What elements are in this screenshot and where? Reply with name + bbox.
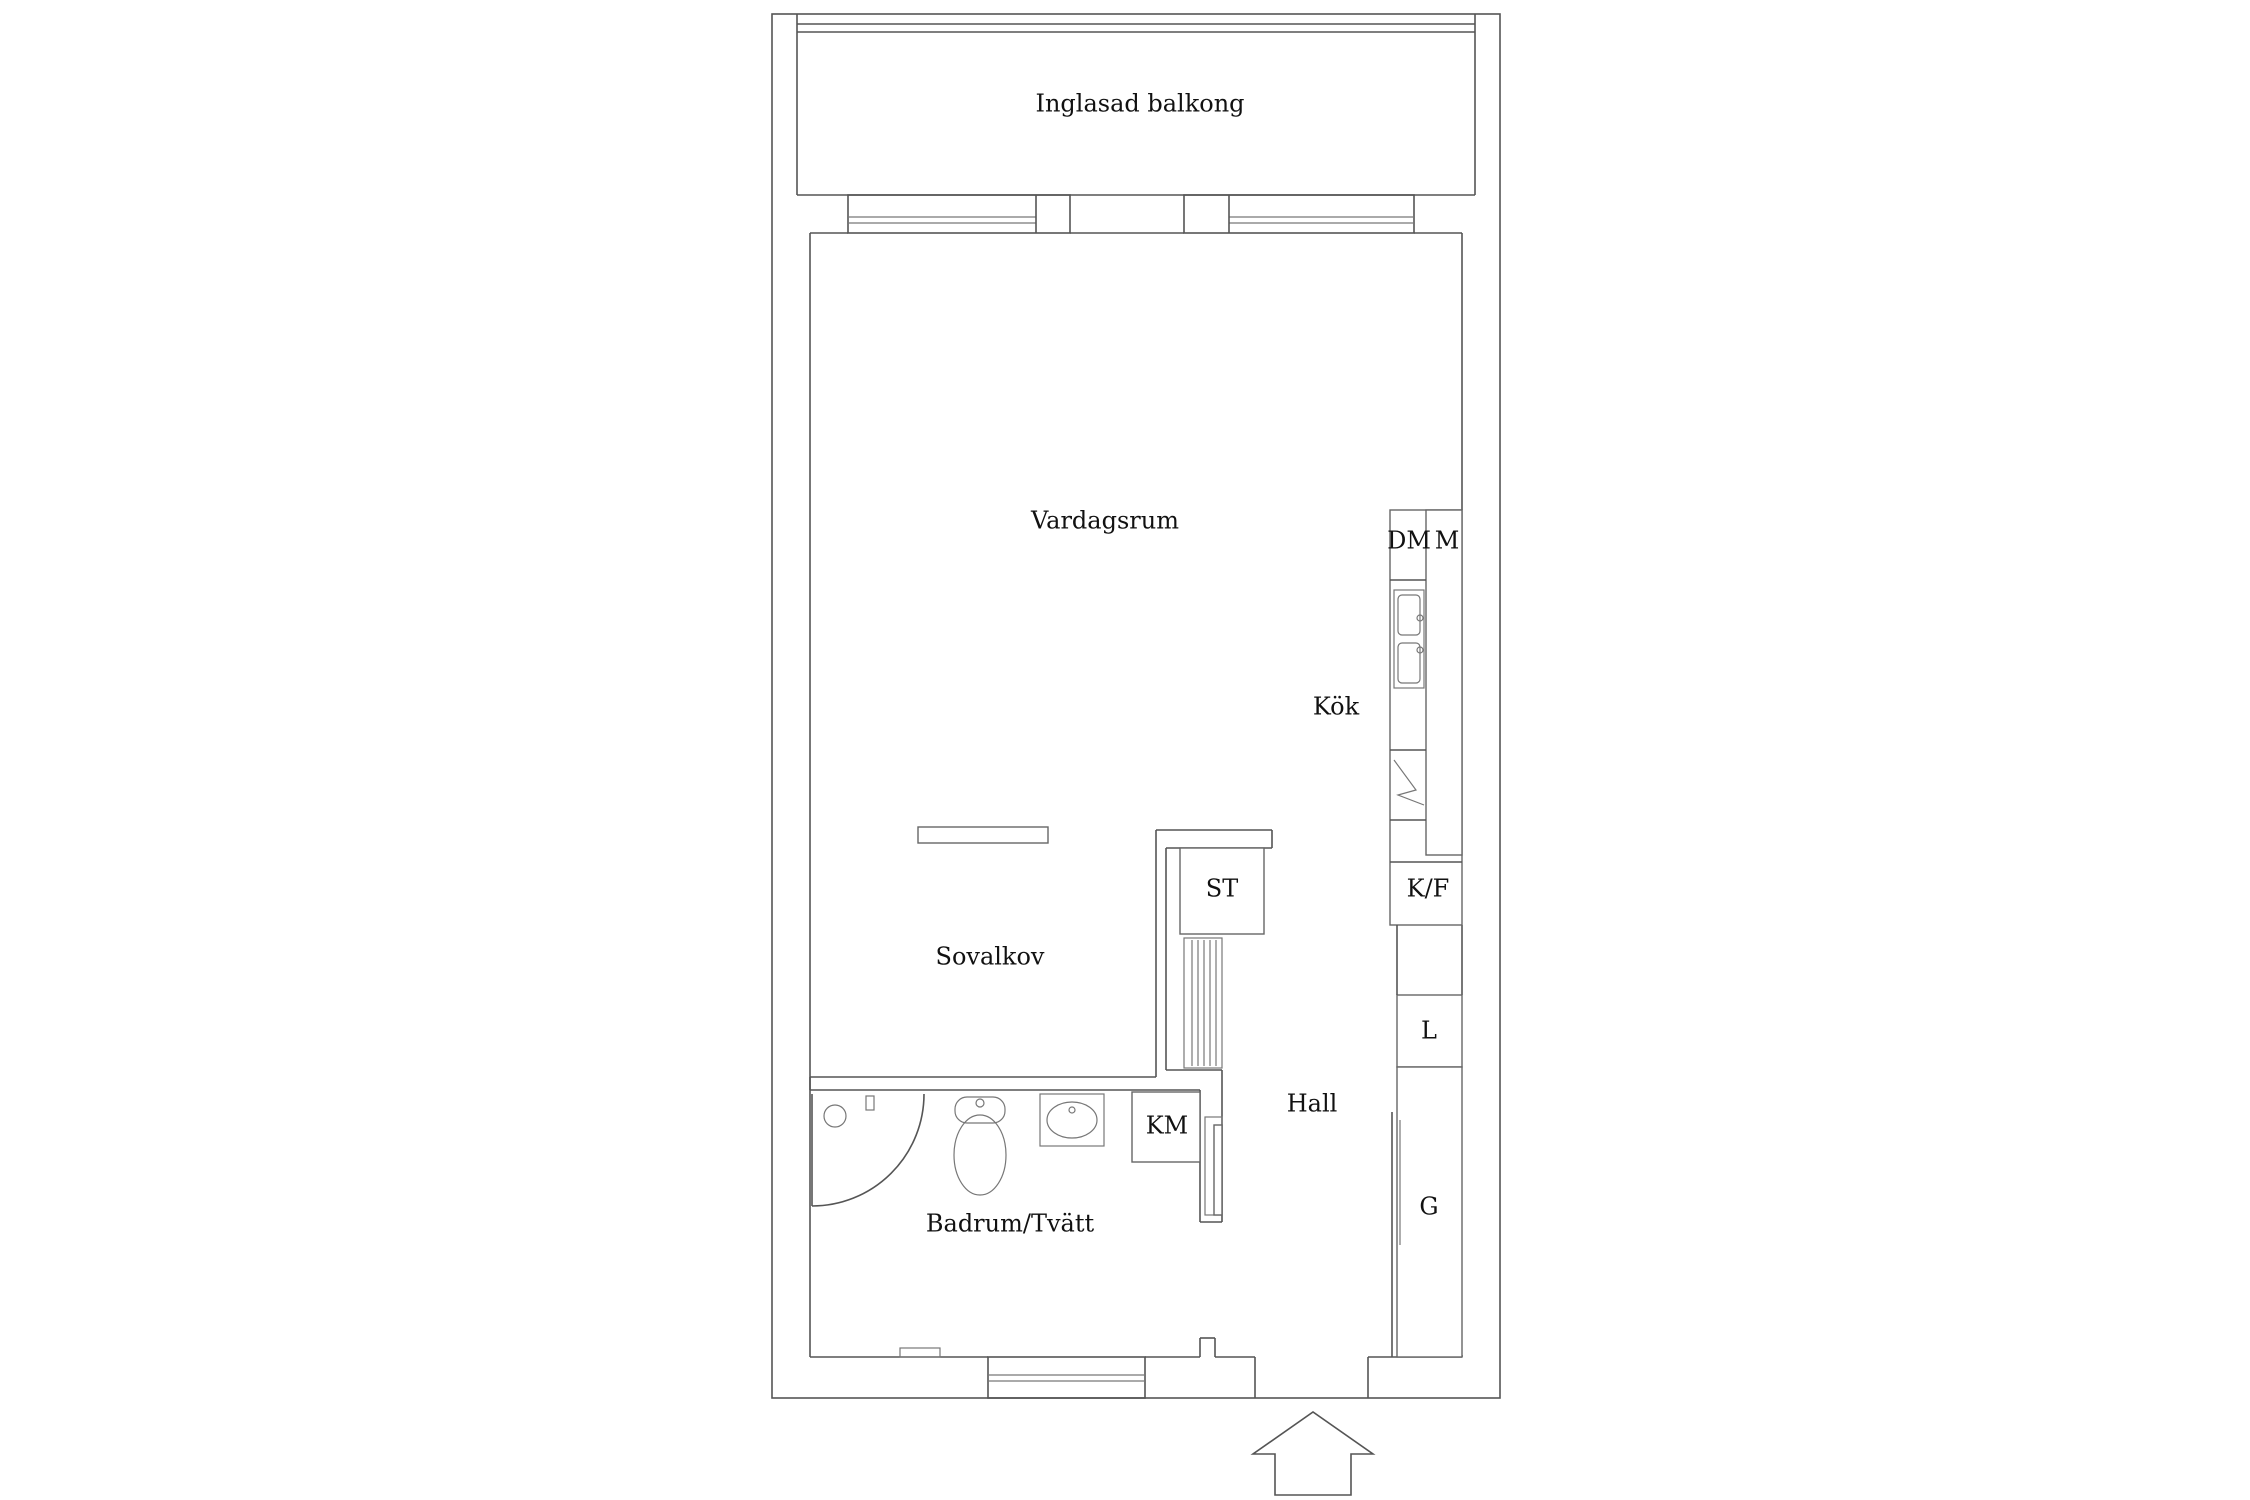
- balcony-label: Inglasad balkong: [1035, 90, 1244, 118]
- washbasin-icon: [1039, 1093, 1105, 1147]
- bottom-window: [899, 1347, 1146, 1399]
- stove-icon: [1393, 759, 1425, 806]
- sink-icon: [1393, 589, 1425, 689]
- hall-label: Hall: [1287, 1090, 1338, 1118]
- shelf: [917, 826, 1049, 844]
- toilet-icon: [953, 1096, 1007, 1196]
- washer-label: KM: [1146, 1112, 1189, 1140]
- hall-closets: [1391, 925, 1463, 1358]
- storage-box: [1179, 847, 1265, 935]
- dishwasher-label: DM: [1387, 527, 1431, 555]
- radiator: [1183, 937, 1223, 1069]
- washer-box: [1131, 1091, 1201, 1163]
- bench: [1213, 1124, 1223, 1216]
- fridge-freezer-label: K/F: [1407, 875, 1450, 903]
- balcony-doors: [847, 194, 1415, 234]
- closet-l-label: L: [1421, 1017, 1437, 1045]
- shower-icon: [811, 1093, 925, 1207]
- interior-walls: [809, 232, 1463, 1398]
- bathroom-label: Badrum/Tvätt: [926, 1210, 1095, 1238]
- entrance-arrow-icon: [1250, 1411, 1376, 1496]
- wardrobe-label: G: [1419, 1193, 1438, 1221]
- sleeping-alcove-label: Sovalkov: [936, 943, 1045, 971]
- storage-label: ST: [1206, 875, 1238, 903]
- living-room-label: Vardagsrum: [1030, 507, 1179, 535]
- microwave-label: M: [1435, 527, 1460, 555]
- kitchen-label: Kök: [1313, 693, 1360, 721]
- kitchen-counter: [1389, 509, 1463, 926]
